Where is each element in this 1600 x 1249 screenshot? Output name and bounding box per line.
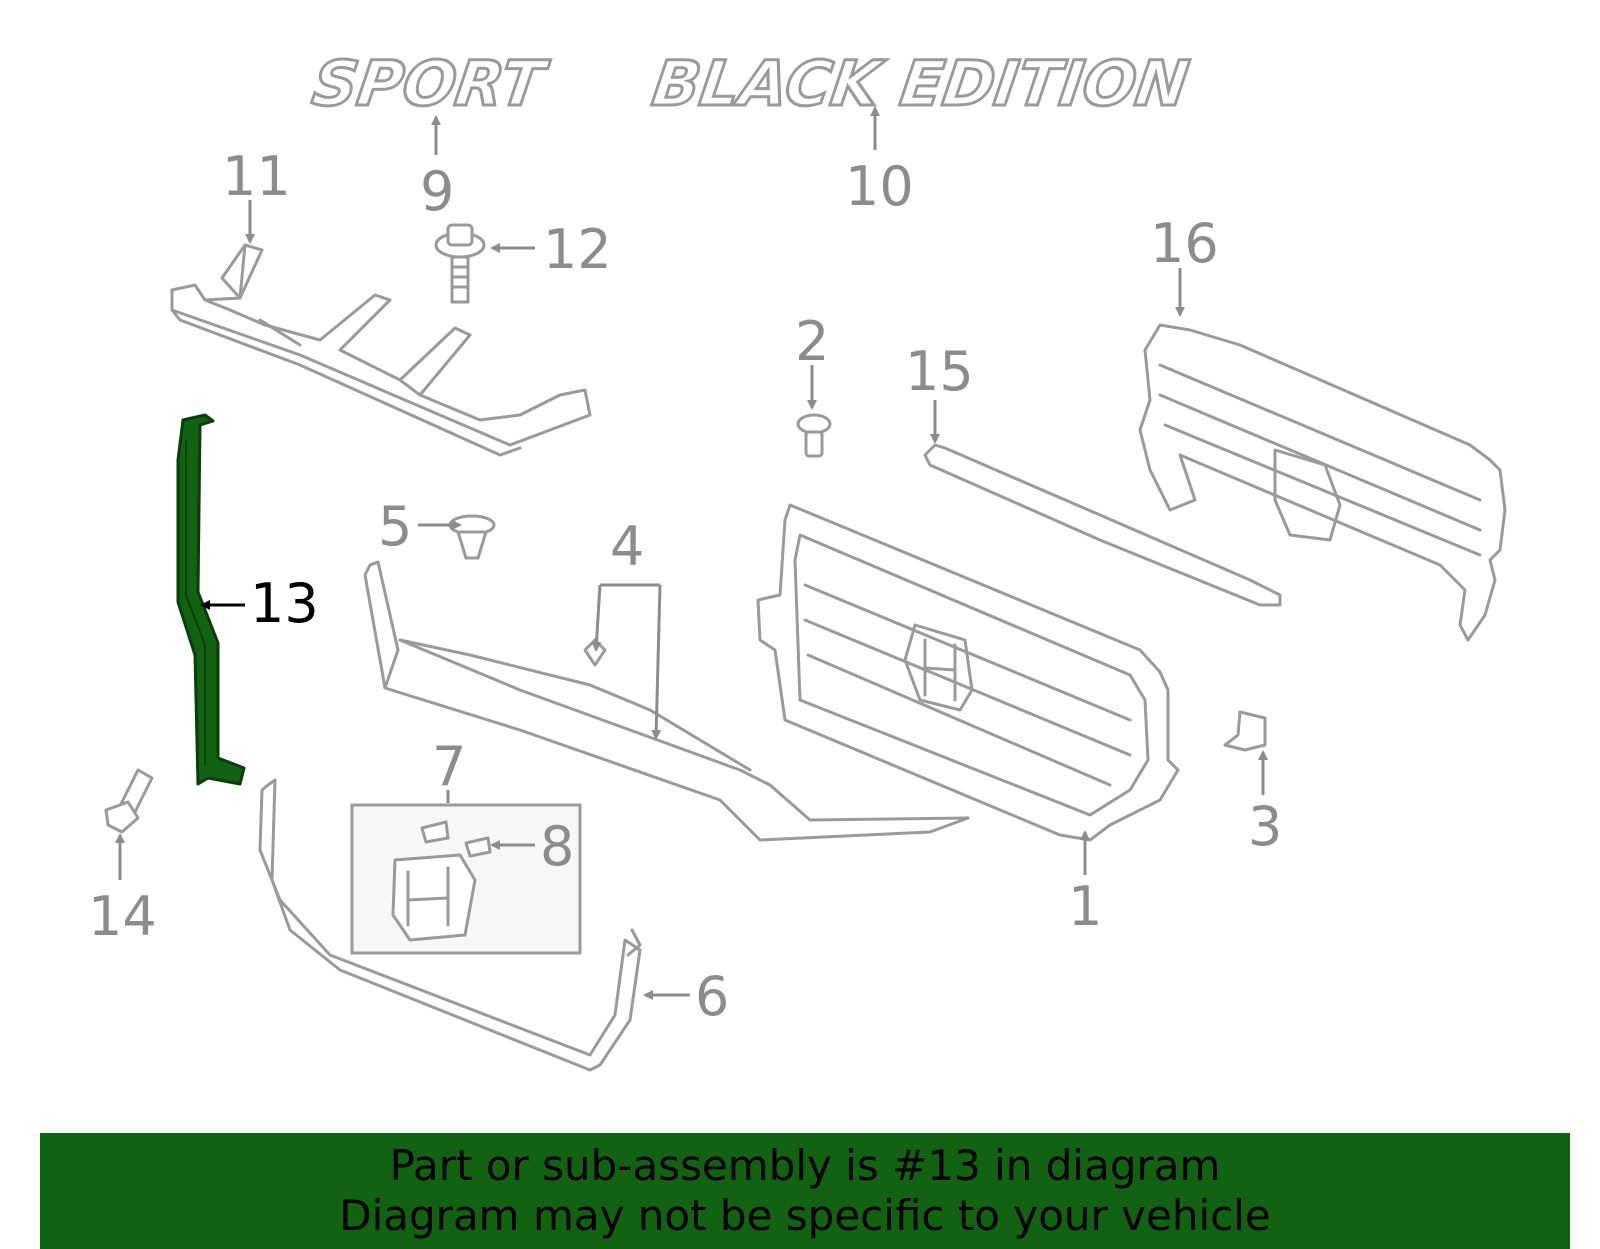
callout-11: 11 — [222, 145, 291, 208]
callout-3: 3 — [1248, 795, 1282, 858]
part-16-grille-base — [1138, 323, 1507, 642]
banner-line-1: Part or sub-assembly is #13 in diagram — [389, 1141, 1221, 1190]
part-2-screw — [796, 413, 832, 458]
callout-4: 4 — [610, 515, 644, 578]
part-13-bracket — [176, 413, 246, 786]
part-12-bolt — [434, 223, 486, 304]
part-7-emblem-box — [350, 803, 582, 955]
part-5-clip — [448, 514, 496, 560]
part-6-trim-strip — [258, 778, 642, 1072]
callout-9: 9 — [420, 160, 454, 223]
callout-5: 5 — [378, 495, 412, 558]
callout-12: 12 — [543, 218, 612, 281]
callout-2: 2 — [795, 310, 829, 373]
callout-6: 6 — [695, 965, 729, 1028]
part-14-bolt — [104, 768, 154, 834]
part-4-lower-molding — [363, 560, 970, 842]
callout-8: 8 — [540, 815, 574, 878]
part-3-clip — [1223, 710, 1267, 752]
black-edition-emblem: BLACK EDITION — [648, 47, 1193, 120]
part-1-front-grille — [756, 503, 1180, 842]
callout-16: 16 — [1150, 212, 1219, 275]
callout-14: 14 — [88, 885, 157, 948]
callout-13: 13 — [250, 572, 319, 635]
sport-emblem: SPORT — [308, 47, 553, 120]
callout-7: 7 — [432, 735, 466, 798]
info-banner: Part or sub-assembly is #13 in diagram D… — [40, 1133, 1570, 1249]
callout-15: 15 — [905, 340, 974, 403]
part-15-upper-molding — [923, 443, 1282, 607]
part-11-upper-beam — [170, 243, 592, 457]
callout-10: 10 — [845, 155, 914, 218]
callout-1: 1 — [1068, 875, 1102, 938]
banner-line-2: Diagram may not be specific to your vehi… — [339, 1191, 1271, 1240]
